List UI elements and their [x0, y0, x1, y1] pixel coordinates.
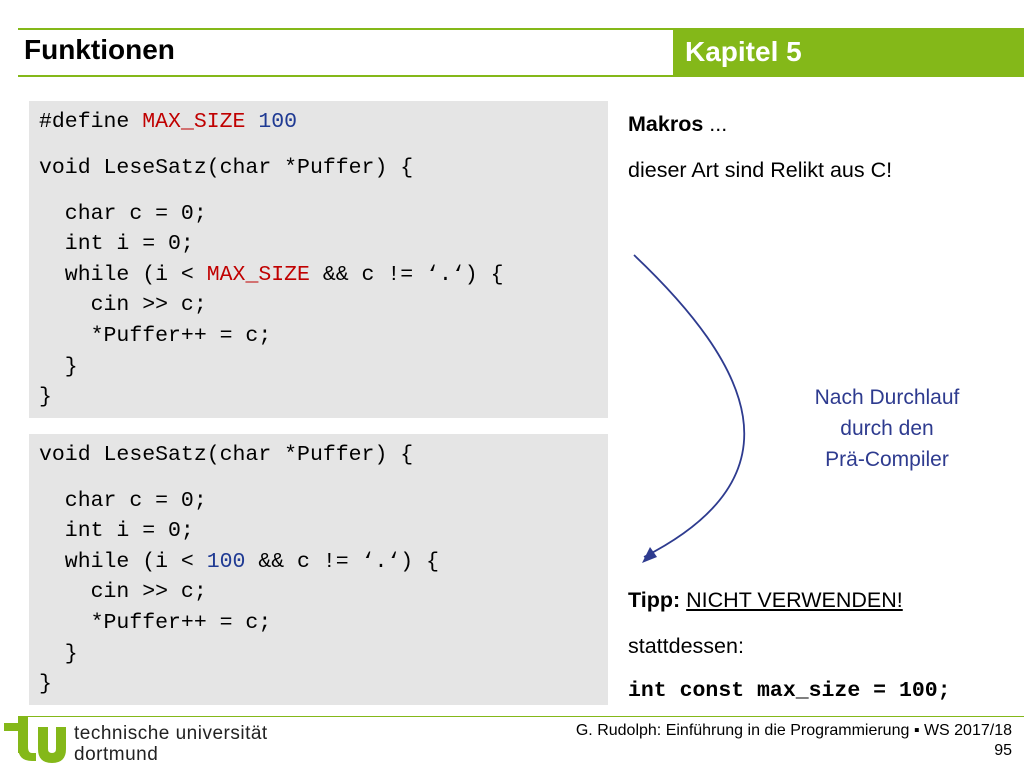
macro-value: 100 [258, 110, 298, 134]
header-line-top [18, 28, 1024, 30]
footer-line [18, 716, 1024, 717]
code-fragment: && c != ‘.‘) { [309, 263, 504, 287]
footer-credit: G. Rudolph: Einführung in die Programmie… [575, 722, 1012, 739]
code-block-expanded: void LeseSatz(char *Puffer) { char c = 0… [29, 434, 608, 705]
code-line: void LeseSatz(char *Puffer) { [39, 156, 414, 180]
code-line: while (i < 100 && c != ‘.‘) { [39, 549, 439, 575]
note-line: Prä-Compiler [825, 448, 949, 471]
tu-logo-icon [4, 717, 66, 763]
note-line: Nach Durchlauf [814, 386, 960, 409]
code-line: char c = 0; [39, 202, 207, 226]
code-line: void LeseSatz(char *Puffer) { [39, 443, 414, 467]
code-line: } [39, 355, 78, 379]
page-title: Funktionen [24, 34, 175, 65]
page-number: 95 [994, 742, 1012, 759]
curved-arrow [633, 254, 746, 563]
code-line: while (i < MAX_SIZE && c != ‘.‘) { [39, 262, 504, 288]
code-block-with-macro: #define MAX_SIZE 100 void LeseSatz(char … [29, 101, 608, 418]
relikt-text: dieser Art sind Relikt aus C! [628, 158, 893, 182]
precompiler-note: Nach Durchlauf durch den Prä-Compiler [762, 382, 1012, 475]
tipp-line: Tipp: NICHT VERWENDEN! [628, 588, 903, 613]
define-keyword: #define [39, 110, 130, 134]
tipp-warning: NICHT VERWENDEN! [686, 588, 903, 612]
code-line: cin >> c; [39, 580, 207, 604]
makros-bold: Makros [628, 112, 704, 136]
code-line: char c = 0; [39, 489, 207, 513]
code-line: cin >> c; [39, 293, 207, 317]
code-line: int i = 0; [39, 232, 194, 256]
makros-heading: Makros ... [628, 112, 727, 137]
code-line: *Puffer++ = c; [39, 324, 272, 348]
code-line: } [39, 385, 52, 409]
note-line: durch den [840, 417, 934, 440]
code-line: } [39, 642, 78, 666]
header-line-bottom [18, 75, 1024, 77]
tu-name-line2: dortmund [74, 744, 159, 765]
code-line: *Puffer++ = c; [39, 611, 272, 635]
code-line: } [39, 672, 52, 696]
stattdessen-text: stattdessen: [628, 634, 744, 658]
tu-name-line1: technische universität [74, 723, 268, 744]
code-line: int i = 0; [39, 519, 194, 543]
code-fragment: while (i < [39, 550, 207, 574]
code-fragment: && c != ‘.‘) { [245, 550, 439, 574]
macro-name: MAX_SIZE [206, 263, 310, 287]
tipp-bold: Tipp: [628, 588, 681, 612]
makros-rest: ... [703, 112, 728, 136]
literal-value: 100 [206, 550, 246, 574]
code-line: #define MAX_SIZE 100 [39, 109, 297, 135]
const-code: int const max_size = 100; [628, 679, 951, 703]
code-fragment: while (i < [39, 263, 207, 287]
macro-name: MAX_SIZE [142, 110, 246, 134]
chapter-badge: Kapitel 5 [673, 30, 1024, 75]
